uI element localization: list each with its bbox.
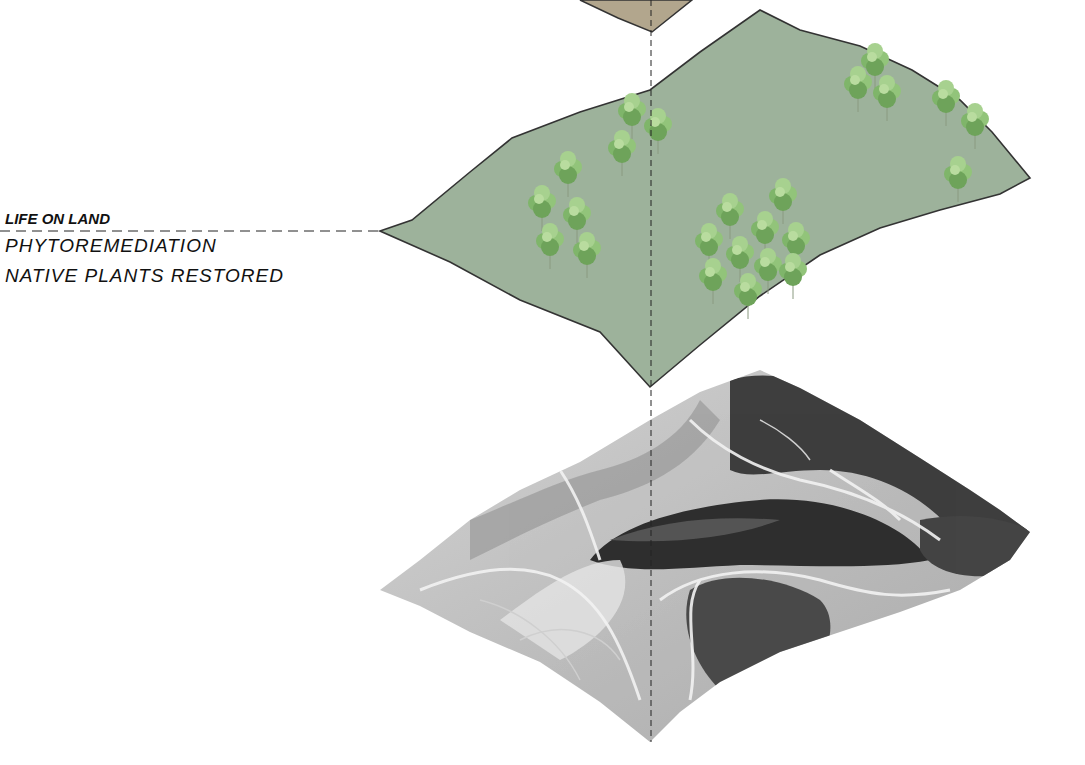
layer-heading: LIFE ON LAND [5, 210, 110, 227]
leader-line [0, 231, 380, 232]
vegetation-layer [380, 10, 1030, 387]
upper-layer [580, 0, 692, 32]
trees [528, 43, 989, 319]
aerial-terrain [370, 360, 1040, 750]
alignment-line [651, 0, 652, 742]
layer-note: NATIVE PLANTS RESTORED [5, 265, 284, 287]
layer-note: PHYTOREMEDIATION [5, 235, 217, 257]
